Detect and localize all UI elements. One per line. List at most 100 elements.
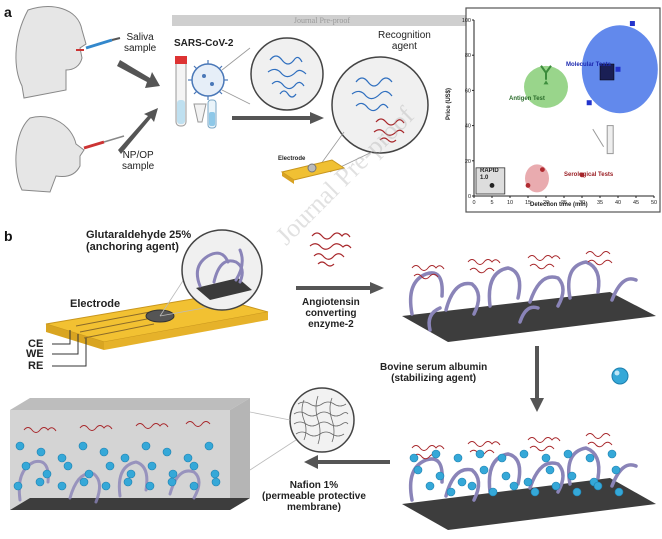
bsa-sphere bbox=[210, 469, 220, 479]
molecular-device-icon bbox=[599, 63, 615, 81]
glutaraldehyde-zoom bbox=[181, 229, 263, 311]
bsa-sphere bbox=[105, 461, 115, 471]
antibody-icon bbox=[540, 65, 552, 80]
panel-b-label: b bbox=[4, 228, 13, 244]
bsa-sphere bbox=[147, 461, 157, 471]
electrode-leader-lines bbox=[52, 330, 87, 367]
bsa-sphere bbox=[42, 469, 52, 479]
zoom-line bbox=[249, 439, 297, 471]
x-tick-label: 10 bbox=[507, 200, 513, 206]
bsa-sphere bbox=[13, 481, 23, 491]
antigen-test-label: Antigen Test bbox=[509, 96, 545, 102]
bsa-sphere bbox=[593, 481, 603, 491]
pipette-icon bbox=[592, 128, 605, 147]
bsa-sphere bbox=[120, 453, 130, 463]
sample-tube bbox=[175, 56, 187, 127]
data-point bbox=[615, 66, 621, 72]
we-label: WE bbox=[26, 348, 44, 360]
bsa-sphere bbox=[123, 477, 133, 487]
bsa-sphere bbox=[162, 447, 172, 457]
saliva-swab bbox=[85, 37, 121, 50]
electrode-label: Electrode bbox=[70, 298, 121, 310]
bsa-sphere bbox=[141, 441, 151, 451]
bsa-sphere bbox=[435, 471, 445, 481]
ace2-anchored-surface bbox=[402, 251, 656, 342]
nafion-coated-sensor bbox=[10, 398, 250, 510]
bsa-sphere bbox=[78, 441, 88, 451]
np-op-swab bbox=[83, 135, 125, 150]
x-tick-label: 35 bbox=[597, 200, 603, 206]
bsa-arrow bbox=[530, 346, 544, 412]
nafion-membrane-zoom bbox=[289, 387, 355, 453]
bsa-sphere bbox=[453, 453, 463, 463]
serological-cassette-icon bbox=[606, 125, 614, 155]
journal-preproof-bar: Journal Pre-proof bbox=[172, 15, 472, 26]
x-tick-label: 30 bbox=[579, 200, 585, 206]
zoom-line bbox=[221, 89, 251, 105]
data-point bbox=[579, 172, 585, 178]
bsa-sphere bbox=[413, 465, 423, 475]
bsa-sphere bbox=[126, 469, 136, 479]
bsa-sphere bbox=[497, 453, 507, 463]
np-op-sample-label: NP/OP sample bbox=[122, 150, 155, 172]
bsa-sphere bbox=[585, 453, 595, 463]
rapid-box bbox=[475, 167, 506, 195]
bsa-sphere bbox=[545, 465, 555, 475]
bsa-sphere bbox=[541, 453, 551, 463]
bsa-sphere bbox=[79, 477, 89, 487]
rapid-label: RAPID 1.0 bbox=[480, 168, 499, 181]
y-tick-label: 60 bbox=[465, 88, 471, 94]
bsa-sphere bbox=[101, 481, 111, 491]
process-arrow bbox=[232, 112, 324, 124]
bsa-sphere bbox=[523, 477, 533, 487]
bsa-sphere bbox=[189, 461, 199, 471]
bsa-sphere bbox=[611, 465, 621, 475]
bsa-sphere bbox=[446, 487, 456, 497]
bsa-sphere bbox=[183, 453, 193, 463]
bsa-sphere bbox=[57, 453, 67, 463]
bsa-sphere bbox=[168, 469, 178, 479]
bsa-sphere bbox=[563, 449, 573, 459]
bsa-sphere bbox=[425, 481, 435, 491]
bsa-sphere bbox=[572, 487, 582, 497]
data-point bbox=[543, 80, 549, 85]
y-tick-label: 40 bbox=[465, 124, 471, 130]
bsa-sphere bbox=[501, 471, 511, 481]
bsa-sphere bbox=[204, 441, 214, 451]
saliva-sample-label: Saliva sample bbox=[124, 32, 157, 54]
molecular-tests-label: Molecular Tests bbox=[566, 62, 611, 68]
ace2-label: Angiotensin converting enzyme-2 bbox=[302, 297, 360, 330]
small-electrode bbox=[280, 159, 346, 184]
bsa-sphere bbox=[614, 487, 624, 497]
saliva-donor-head bbox=[15, 6, 87, 99]
data-point bbox=[629, 21, 635, 27]
electrode-small-label: Electrode bbox=[278, 156, 306, 162]
bsa-sphere bbox=[519, 449, 529, 459]
x-tick-label: 50 bbox=[651, 200, 657, 206]
ce-label: CE bbox=[28, 338, 44, 350]
zoom-line bbox=[221, 47, 251, 71]
bsa-sphere bbox=[488, 487, 498, 497]
x-tick-label: 5 bbox=[490, 200, 493, 206]
bsa-label: Bovine serum albumin (stabilizing agent) bbox=[380, 362, 488, 384]
y-tick-label: 80 bbox=[465, 53, 471, 59]
bsa-sphere bbox=[211, 477, 221, 487]
x-tick-label: 45 bbox=[633, 200, 639, 206]
nafion-label: Nafion 1% (permeable protective membrane… bbox=[262, 480, 366, 513]
bsa-sphere-icon bbox=[611, 367, 629, 385]
bsa-sphere bbox=[167, 477, 177, 487]
x-tick-label: 15 bbox=[525, 200, 531, 206]
data-point bbox=[540, 167, 545, 173]
ace2-arrow bbox=[296, 282, 384, 294]
nafion-arrow bbox=[304, 455, 390, 469]
glutaraldehyde-label: Glutaraldehyde 25% (anchoring agent) bbox=[86, 229, 192, 254]
data-point bbox=[489, 183, 495, 188]
bsa-sphere bbox=[35, 477, 45, 487]
bsa-sphere bbox=[409, 453, 419, 463]
bsa-sphere bbox=[457, 477, 467, 487]
bsa-sphere bbox=[509, 481, 519, 491]
bsa-sphere bbox=[84, 469, 94, 479]
